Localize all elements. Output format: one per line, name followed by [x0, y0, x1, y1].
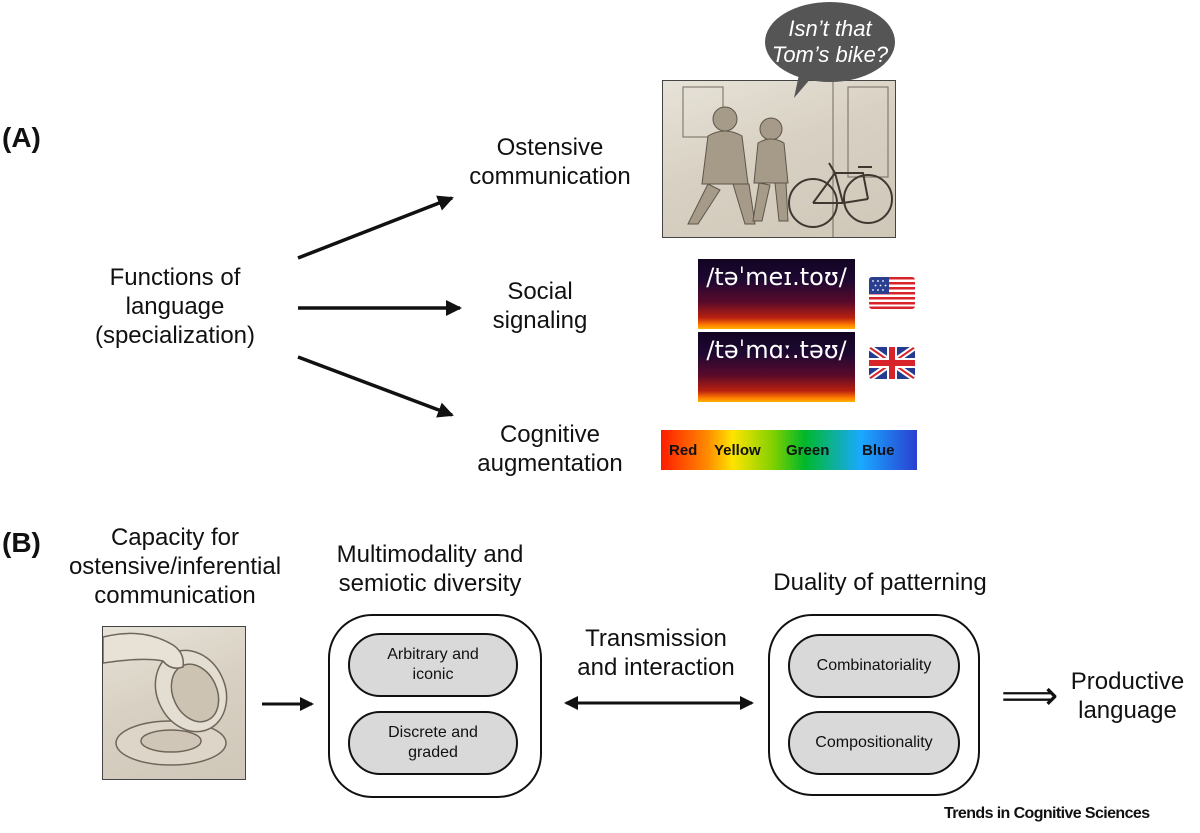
multimodality-title-line-2: semiotic diversity — [338, 569, 522, 597]
transmission-line-1: Transmission — [585, 625, 727, 652]
cognitive-line-1: Cognitive — [499, 421, 601, 448]
source-line-1: Functions of — [109, 264, 241, 291]
implies-arrow-icon: ⟹ — [1001, 674, 1059, 718]
source-line-2: language — [125, 292, 225, 320]
uk-flag-icon — [869, 347, 915, 379]
speech-bubble-line-2: Tom’s bike? — [771, 42, 889, 67]
transmission-label: Transmission and interaction — [558, 625, 754, 683]
color-spectrum-bar: Red Yellow Green Blue — [661, 430, 917, 470]
arrow-to-cognitive — [297, 355, 454, 418]
ipa-british: /təˈmɑː.təʊ/ — [706, 336, 847, 364]
ostensive-line-1: Ostensive — [496, 134, 604, 161]
bike-sketch — [682, 81, 893, 237]
capacity-line-1: Capacity for — [110, 524, 240, 551]
transmission-line-2: and interaction — [577, 653, 735, 681]
pill-combinatoriality: Combinatoriality — [788, 634, 960, 698]
color-term-green: Green — [786, 441, 830, 459]
capacity-label: Capacity for ostensive/inferential commu… — [50, 524, 300, 610]
source-line-3: (specialization) — [94, 321, 256, 349]
duality-title: Duality of patterning — [773, 569, 987, 596]
productive-language-label: Productive language — [1060, 668, 1195, 726]
functions-of-language-label: Functions of language (specialization) — [70, 264, 280, 350]
color-term-blue: Blue — [862, 441, 895, 459]
ipa-american: /təˈmeɪ.toʊ/ — [706, 263, 847, 291]
arrow-to-ostensive — [297, 195, 454, 260]
social-line-1: Social — [507, 278, 573, 305]
ostensive-communication-label: Ostensive communication — [450, 134, 650, 192]
capacity-line-3: communication — [94, 581, 256, 609]
multimodality-title-line-1: Multimodality and — [336, 541, 524, 568]
social-line-2: signaling — [492, 306, 588, 334]
spectrogram-american: /təˈmeɪ.toʊ/ — [698, 259, 855, 329]
cup-saucer-illustration — [102, 626, 246, 780]
speech-bubble-line-1: Isn’t that — [788, 15, 872, 41]
discrete-line-1: Discrete and — [388, 724, 478, 741]
panel-b-label: (B) — [2, 527, 41, 558]
cup-sketch — [103, 632, 228, 766]
capacity-line-2: ostensive/inferential — [68, 552, 282, 580]
result-line-2: language — [1078, 696, 1177, 724]
arbitrary-line-1: Arbitrary and — [387, 646, 479, 663]
panel-a-label: (A) — [2, 122, 41, 153]
speech-bubble: Isn’t that Tom’s bike? — [765, 2, 895, 82]
result-line-1: Productive — [1070, 668, 1185, 695]
journal-credit: Trends in Cognitive Sciences — [944, 805, 1150, 822]
pill-compositionality: Compositionality — [788, 711, 960, 775]
multimodality-title: Multimodality and semiotic diversity — [320, 541, 540, 599]
cognitive-augmentation-label: Cognitive augmentation — [450, 421, 650, 479]
cognitive-line-2: augmentation — [477, 449, 623, 477]
arbitrary-line-2: iconic — [412, 666, 454, 683]
color-term-yellow: Yellow — [714, 441, 761, 459]
speech-bubble-tail — [794, 70, 818, 98]
pill-discrete-graded: Discrete and graded — [348, 711, 518, 775]
bike-scene-illustration — [662, 80, 896, 238]
color-term-red: Red — [669, 441, 698, 459]
ostensive-line-2: communication — [469, 162, 631, 190]
pill-arbitrary-iconic: Arbitrary and iconic — [348, 633, 518, 697]
social-signaling-label: Social signaling — [460, 278, 620, 336]
discrete-line-2: graded — [408, 744, 458, 761]
spectrogram-british: /təˈmɑː.təʊ/ — [698, 332, 855, 402]
us-flag-icon — [869, 277, 915, 309]
